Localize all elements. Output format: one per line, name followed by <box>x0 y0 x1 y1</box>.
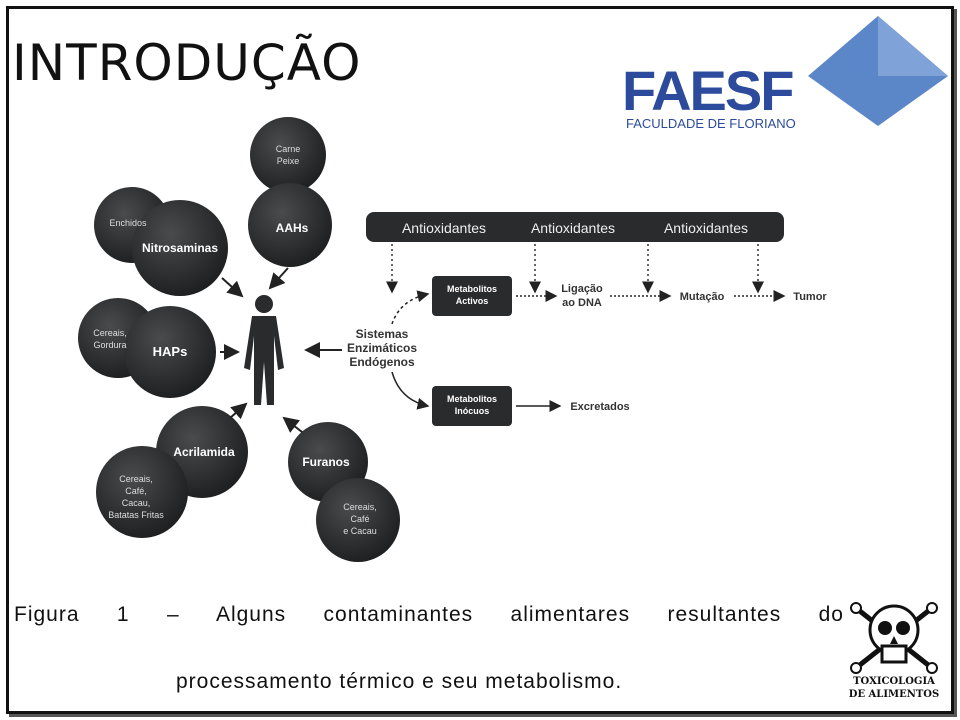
skull-badge-line2: DE ALIMENTOS <box>849 689 939 700</box>
source-label: Carne <box>276 144 301 154</box>
antioxidants-bar <box>366 212 784 242</box>
logo-brand: FAESF <box>622 59 793 122</box>
contaminant-arrows <box>220 267 303 433</box>
human-figure-icon <box>244 295 284 405</box>
contaminant-name: AAHs <box>276 221 309 235</box>
logo-subtitle: FACULDADE DE FLORIANO <box>626 116 796 131</box>
skull-crossbones-icon: TOXICOLOGIA DE ALIMENTOS <box>849 602 939 700</box>
slide-title: INTRODUÇÃO <box>12 34 362 92</box>
systems-label: Enzimáticos <box>347 341 417 355</box>
contaminant-name: HAPs <box>153 344 188 359</box>
figure-caption-line2: processamento térmico e seu metabolismo. <box>176 670 623 693</box>
innocuous-metabolites-label: Inócuos <box>455 406 490 416</box>
antioxidant-label: Antioxidantes <box>402 220 486 236</box>
innocuous-metabolites-box <box>432 386 512 426</box>
source-label: Cereais, <box>343 502 377 512</box>
skull-badge-line1: TOXICOLOGIA <box>853 676 935 687</box>
source-label: Gordura <box>93 340 126 350</box>
contaminant-furanos: Furanos Cereais, Café e Cacau <box>288 422 400 562</box>
contaminant-name: Acrilamida <box>173 445 235 459</box>
contaminant-aahs: Carne Peixe AAHs <box>248 117 332 267</box>
source-label: Cacau, <box>122 498 151 508</box>
systems-label: Endógenos <box>349 355 415 369</box>
metabolism-diagram: Carne Peixe AAHs Enchidos Nitrosaminas C… <box>78 117 827 562</box>
source-label: Batatas Fritas <box>108 510 164 520</box>
dna-binding-label: ao DNA <box>562 297 602 309</box>
contaminant-name: Nitrosaminas <box>142 241 218 255</box>
systems-label: Sistemas <box>356 327 409 341</box>
source-label: Cereais, <box>119 474 153 484</box>
source-label: Café <box>350 514 369 524</box>
contaminant-acrilamida: Acrilamida Cereais, Café, Cacau, Batatas… <box>96 406 248 538</box>
source-label: Café, <box>125 486 147 496</box>
faesf-logo: FAESF FACULDADE DE FLORIANO <box>622 16 948 131</box>
active-metabolites-label: Metabolitos <box>447 284 497 294</box>
to-innocuous-arrow <box>391 371 430 410</box>
active-metabolites-box <box>432 276 512 316</box>
contaminant-nitrosaminas: Enchidos Nitrosaminas <box>94 187 228 296</box>
to-active-arrow <box>391 290 430 325</box>
antioxidant-drops <box>386 244 764 294</box>
contaminant-haps: Cereais, Gordura HAPs <box>78 298 216 398</box>
excreted-label: Excretados <box>570 401 629 413</box>
source-label: Enchidos <box>109 218 147 228</box>
source-label: Cereais, <box>93 328 127 338</box>
mutation-label: Mutação <box>680 291 725 303</box>
innocuous-metabolites-label: Metabolitos <box>447 394 497 404</box>
figure-caption-line1: Figura 1 – Alguns contaminantes alimenta… <box>14 603 844 626</box>
active-metabolites-label: Activos <box>456 296 489 306</box>
contaminant-name: Furanos <box>302 455 350 469</box>
source-label: e Cacau <box>343 526 377 536</box>
antioxidant-label: Antioxidantes <box>664 220 748 236</box>
source-label: Peixe <box>277 156 300 166</box>
antioxidant-label: Antioxidantes <box>531 220 615 236</box>
logo-diamond-light <box>878 16 948 76</box>
slide-frame <box>6 6 954 714</box>
dna-binding-label: Ligação <box>561 283 603 295</box>
tumor-label: Tumor <box>793 291 827 303</box>
